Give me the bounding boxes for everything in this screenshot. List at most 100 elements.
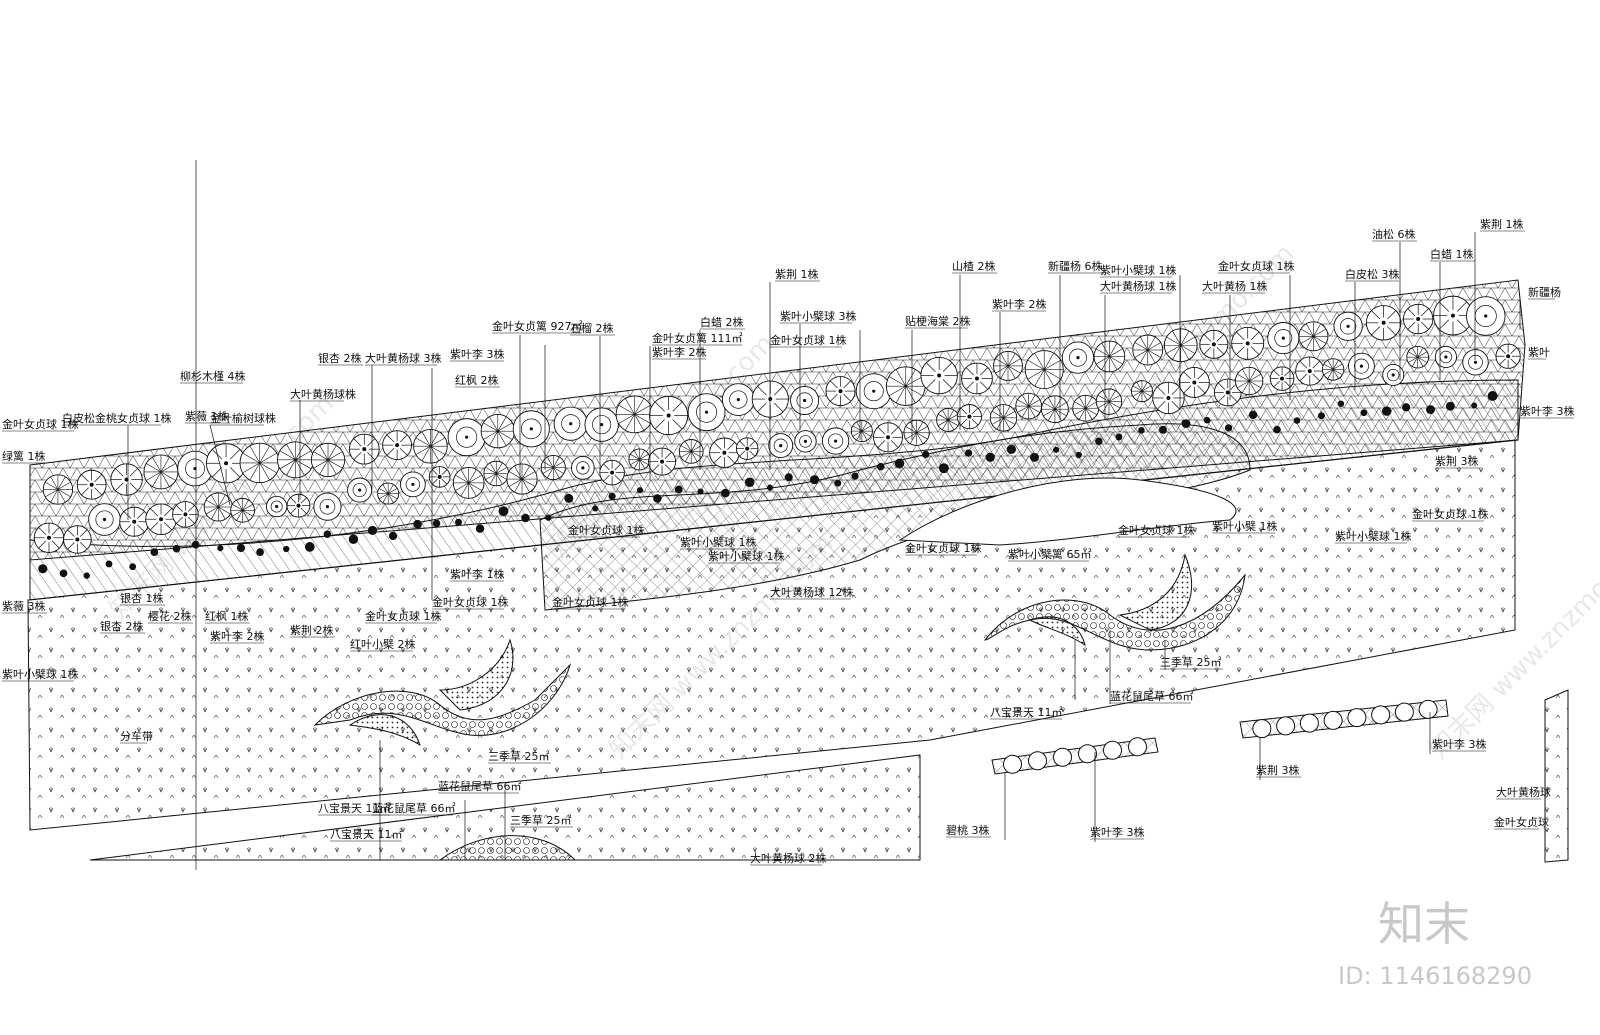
tree-symbol — [452, 467, 485, 499]
tree-symbol — [1072, 394, 1100, 422]
label-t27: 大叶黄杨 1株 — [1202, 279, 1268, 293]
shrub-dot — [674, 485, 683, 494]
label-b23: 金叶女贞球 1株 — [1412, 507, 1489, 521]
flower-beds — [313, 553, 1246, 861]
tree-symbol — [377, 482, 400, 505]
bed-lawn-wave — [898, 477, 1237, 546]
label-t8: 银杏 2株 — [318, 351, 362, 365]
label-b7: 紫叶小檗球 1株 — [2, 667, 79, 681]
shrub-dot — [545, 514, 552, 521]
label-t18: 紫叶小檗球 3株 — [780, 309, 857, 323]
label-t5: 紫薇 1株 — [185, 409, 229, 423]
shrub-dot — [1095, 437, 1103, 446]
label-g1: 分车带 — [120, 729, 153, 743]
shrub-dot — [1030, 452, 1039, 462]
tree-symbol — [143, 454, 179, 490]
label-t28: 白皮松 3株 — [1345, 267, 1400, 281]
tree-symbol — [1298, 321, 1329, 352]
label-g5: 蓝花鼠尾草 66㎡ — [372, 801, 456, 815]
label-t31: 紫荆 1株 — [1480, 217, 1524, 231]
label-t10: 金叶女贞篱 927㎡ — [492, 319, 583, 333]
tree-symbol — [993, 350, 1023, 381]
label-g7: 三季草 25㎡ — [510, 814, 572, 827]
shrub-dot — [784, 473, 793, 482]
label-t32: 新疆杨 — [1528, 285, 1561, 299]
label-g8: 大叶黄杨球 2株 — [750, 851, 827, 865]
tree-symbol — [721, 383, 755, 416]
shrub-dot — [1401, 403, 1411, 412]
tree-symbol — [230, 497, 255, 523]
tree-symbol — [348, 433, 380, 465]
shrub-dot — [1006, 444, 1016, 454]
tree-symbol — [266, 495, 288, 518]
brand-logo: 知末 — [1378, 897, 1470, 951]
tree-symbol — [63, 525, 92, 554]
shrub-dot — [1248, 410, 1258, 420]
shrub-dot — [653, 494, 662, 503]
label-s1: 碧桃 3株 — [946, 823, 990, 837]
label-t22: 紫叶李 2株 — [992, 297, 1047, 311]
shrub-dot — [498, 506, 509, 517]
tree-symbol — [1495, 343, 1521, 369]
label-s6: 金叶女贞球 — [1494, 815, 1549, 829]
shrub-dot — [475, 524, 485, 533]
flower-bed-circles-3 — [438, 835, 577, 861]
tree-symbol — [873, 422, 903, 453]
tree-symbol — [768, 433, 794, 459]
strip-tree-symbols — [1003, 699, 1438, 774]
strip-labels: 碧桃 3株 紫叶李 3株 紫荆 3株 紫叶李 3株 大叶黄杨球 金叶女贞球 — [946, 737, 1551, 839]
label-t21: 山楂 2株 — [952, 259, 996, 273]
tree-symbol — [790, 385, 820, 415]
label-t3: 白皮松金桃女贞球 1株 — [62, 411, 172, 425]
tree-symbol — [76, 469, 107, 500]
label-t19: 金叶女贞球 1株 — [770, 333, 847, 347]
tree-symbol — [855, 373, 892, 410]
street-tree-symbol — [1347, 708, 1367, 728]
street-tree-symbol — [1252, 719, 1272, 739]
tree-symbol — [1348, 352, 1375, 380]
label-b2: 银杏 2株 — [100, 619, 144, 633]
shrub-dot — [172, 544, 181, 553]
tree-symbol — [735, 437, 759, 460]
tree-symbol — [1024, 350, 1064, 390]
shrub-dot — [413, 519, 422, 529]
street-tree-symbol — [1028, 751, 1047, 771]
flower-bed-dots-2 — [348, 714, 421, 747]
label-b15: 金叶女贞球 1株 — [568, 523, 645, 537]
tree-symbol — [956, 404, 982, 430]
bed-labels: 紫薇 3株 银杏 2株 樱花 2株 红枫 1株 银杏 1株 紫叶李 2株 紫叶小… — [2, 404, 1575, 681]
label-b9: 紫荆 2株 — [290, 623, 334, 637]
tree-symbol — [1178, 366, 1210, 398]
shrub-dot — [256, 548, 264, 556]
label-b3: 樱花 2株 — [148, 609, 192, 623]
tree-symbol — [310, 442, 346, 478]
label-g4: 八宝景天 11㎡ — [318, 801, 391, 815]
label-b4: 红枫 1株 — [205, 609, 249, 623]
tree-symbol — [1402, 303, 1434, 335]
label-g2: 三季草 25㎡ — [488, 750, 550, 763]
street-tree-symbol — [1053, 747, 1072, 767]
tree-symbol — [483, 460, 510, 487]
label-t13: 石榴 2株 — [570, 321, 614, 335]
tree-symbol — [1235, 366, 1264, 396]
tree-symbol — [33, 522, 65, 553]
tree-symbol — [239, 442, 280, 484]
top-labels: 金叶女贞球 1株 绿篱 1株 白皮松金桃女贞球 1株 柳杉木槿 4株 紫薇 1株… — [2, 217, 1561, 463]
shrub-dot — [608, 492, 616, 500]
label-s4: 紫叶李 3株 — [1432, 737, 1487, 751]
shrub-dot — [720, 488, 730, 498]
tree-symbol — [1130, 380, 1153, 403]
bed-hedge-cross — [539, 423, 1251, 611]
label-b20: 金叶女贞球 1株 — [1118, 523, 1195, 537]
shrub-dot — [1487, 391, 1498, 401]
tree-symbol — [628, 448, 651, 471]
label-t25: 大叶黄杨球 1株 — [1100, 279, 1177, 293]
tree-symbol — [1041, 395, 1069, 424]
label-t2: 绿篱 1株 — [2, 449, 46, 463]
tree-symbol — [850, 420, 873, 443]
flower-bed-dots-1 — [438, 638, 514, 711]
ground-labels: 分车带 三季草 25㎡ 蓝花鼠尾草 66㎡ 八宝景天 11㎡ 蓝花鼠尾草 66㎡… — [120, 656, 1222, 865]
tree-symbol — [119, 506, 150, 537]
label-t15: 金叶女贞篱 111㎡ — [652, 331, 743, 345]
